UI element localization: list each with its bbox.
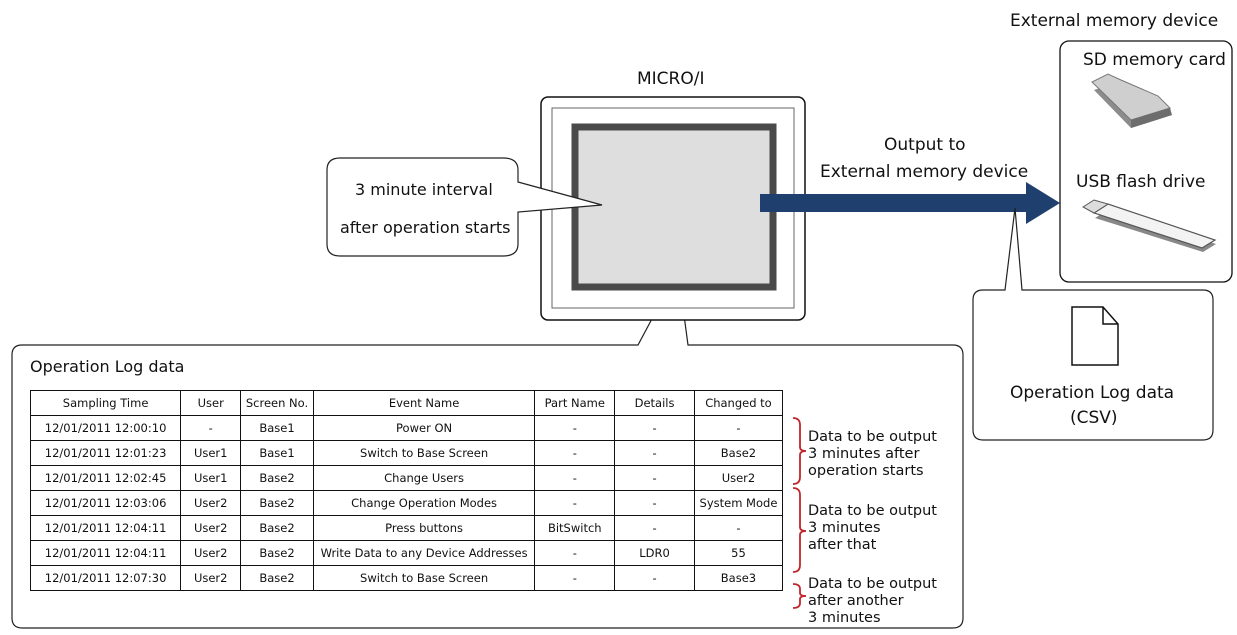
operation-log-table: Sampling Time User Screen No. Event Name… (29, 390, 784, 591)
group-3-line-3: 3 minutes (808, 610, 881, 626)
cell-user: User1 (180, 465, 242, 491)
cell-sampling-time: 12/01/2011 12:04:11 (29, 540, 182, 566)
cell-event-name: Change Users (312, 465, 536, 491)
cell-screen-no: Base2 (240, 565, 314, 591)
cell-changed-to: System Mode (693, 490, 784, 516)
cell-part-name: - (534, 540, 616, 566)
cell-screen-no: Base1 (240, 415, 314, 441)
cell-screen-no: Base2 (240, 515, 314, 541)
group-label-2: Data to be output 3 minutes after that (808, 503, 937, 554)
header-details: Details (614, 390, 695, 416)
document-icon (1071, 306, 1119, 366)
csv-label-line-1: Operation Log data (1010, 383, 1175, 403)
table-row: 12/01/2011 12:04:11 User2 Base2 Press bu… (29, 515, 784, 541)
cell-event-name: Switch to Base Screen (312, 440, 536, 466)
cell-changed-to: 55 (693, 540, 784, 566)
cell-sampling-time: 12/01/2011 12:07:30 (29, 565, 182, 591)
table-row: 12/01/2011 12:02:45 User1 Base2 Change U… (29, 465, 784, 491)
cell-part-name: - (534, 440, 616, 466)
cell-screen-no: Base2 (240, 540, 314, 566)
cell-part-name: - (534, 565, 616, 591)
header-changed-to: Changed to (693, 390, 784, 416)
cell-details: - (614, 490, 695, 516)
cell-screen-no: Base1 (240, 440, 314, 466)
group-braces (792, 417, 807, 609)
interval-bubble (326, 157, 603, 257)
log-title: Operation Log data (30, 357, 185, 376)
sd-card-icon (1091, 73, 1172, 128)
group-2-line-3: after that (808, 537, 877, 553)
cell-user: User2 (180, 565, 242, 591)
cell-event-name: Power ON (312, 415, 536, 441)
table-row: 12/01/2011 12:04:11 User2 Base2 Write Da… (29, 540, 784, 566)
group-2-line-2: 3 minutes (808, 520, 881, 536)
brace-group-3 (792, 583, 807, 609)
table-row: 12/01/2011 12:07:30 User2 Base2 Switch t… (29, 565, 784, 591)
cell-part-name: - (534, 465, 616, 491)
cell-changed-to: - (693, 515, 784, 541)
usb-drive-icon (1082, 199, 1217, 252)
cell-sampling-time: 12/01/2011 12:00:10 (29, 415, 182, 441)
cell-event-name: Press buttons (312, 515, 536, 541)
arrow-label-line-1: Output to (884, 135, 966, 155)
cell-details: - (614, 515, 695, 541)
cell-event-name: Write Data to any Device Addresses (312, 540, 536, 566)
cell-changed-to: Base3 (693, 565, 784, 591)
cell-sampling-time: 12/01/2011 12:03:06 (29, 490, 182, 516)
brace-group-2 (792, 487, 807, 573)
brace-group-1 (792, 417, 807, 485)
cell-event-name: Change Operation Modes (312, 490, 536, 516)
device-title: MICRO/I (637, 69, 705, 89)
cell-details: - (614, 440, 695, 466)
header-user: User (180, 390, 242, 416)
cell-user: User2 (180, 540, 242, 566)
cell-sampling-time: 12/01/2011 12:02:45 (29, 465, 182, 491)
header-part-name: Part Name (534, 390, 616, 416)
header-sampling-time: Sampling Time (29, 390, 182, 416)
cell-part-name: BitSwitch (534, 515, 616, 541)
cell-details: - (614, 565, 695, 591)
external-memory-box (1059, 40, 1233, 283)
bubble-line-2: after operation starts (340, 218, 511, 237)
cell-screen-no: Base2 (240, 465, 314, 491)
sd-card-label: SD memory card (1083, 50, 1226, 70)
cell-part-name: - (534, 415, 616, 441)
group-label-3: Data to be output after another 3 minute… (808, 576, 937, 627)
csv-label-line-2: (CSV) (1070, 408, 1118, 428)
table-row: 12/01/2011 12:00:10 - Base1 Power ON - -… (29, 415, 784, 441)
cell-user: User2 (180, 515, 242, 541)
group-1-line-3: operation starts (808, 463, 924, 479)
group-3-line-2: after another (808, 593, 904, 609)
cell-user: - (180, 415, 242, 441)
arrow-label-line-2: External memory device (820, 162, 1029, 182)
cell-sampling-time: 12/01/2011 12:04:11 (29, 515, 182, 541)
group-2-line-1: Data to be output (808, 503, 937, 519)
cell-sampling-time: 12/01/2011 12:01:23 (29, 440, 182, 466)
table-row: 12/01/2011 12:03:06 User2 Base2 Change O… (29, 490, 784, 516)
table-header-row: Sampling Time User Screen No. Event Name… (29, 390, 784, 416)
cell-details: - (614, 415, 695, 441)
cell-changed-to: - (693, 415, 784, 441)
header-screen-no: Screen No. (240, 390, 314, 416)
external-memory-title: External memory device (1010, 11, 1219, 31)
table-row: 12/01/2011 12:01:23 User1 Base1 Switch t… (29, 440, 784, 466)
cell-changed-to: Base2 (693, 440, 784, 466)
cell-user: User1 (180, 440, 242, 466)
usb-drive-label: USB flash drive (1076, 172, 1206, 192)
group-1-line-2: 3 minutes after (808, 446, 920, 462)
group-label-1: Data to be output 3 minutes after operat… (808, 429, 937, 480)
cell-changed-to: User2 (693, 465, 784, 491)
cell-details: LDR0 (614, 540, 695, 566)
bubble-line-1: 3 minute interval (355, 180, 493, 199)
group-1-line-1: Data to be output (808, 429, 937, 445)
output-arrow (760, 182, 1060, 224)
cell-part-name: - (534, 490, 616, 516)
cell-details: - (614, 465, 695, 491)
cell-user: User2 (180, 490, 242, 516)
device-screen (571, 123, 777, 291)
header-event-name: Event Name (312, 390, 536, 416)
cell-event-name: Switch to Base Screen (312, 565, 536, 591)
cell-screen-no: Base2 (240, 490, 314, 516)
group-3-line-1: Data to be output (808, 576, 937, 592)
